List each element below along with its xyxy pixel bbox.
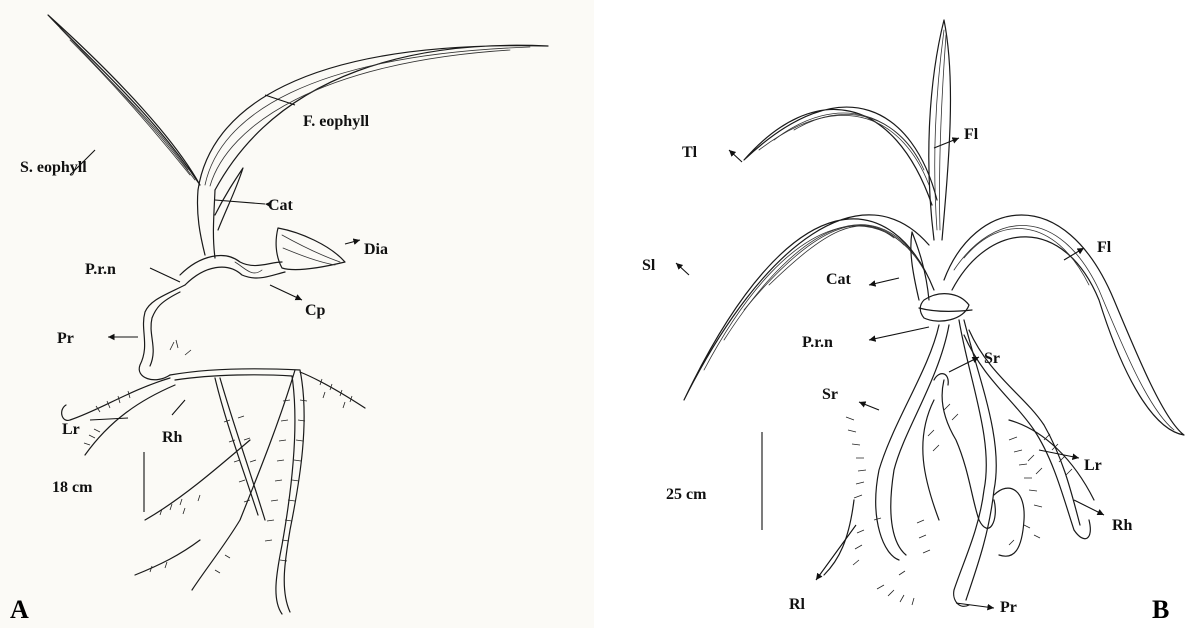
- label-fl-right: Fl: [1097, 240, 1111, 256]
- label-rl: Rl: [789, 597, 805, 613]
- label-lr-b: Lr: [1084, 458, 1102, 474]
- lateral-roots-drawing: [62, 369, 365, 614]
- label-cat: Cat: [268, 198, 293, 214]
- label-sr-left: Sr: [822, 387, 838, 403]
- diaspore-drawing: [276, 228, 345, 270]
- roots-drawing-b: [824, 320, 1094, 606]
- panel-b: Fl Tl Sl Cat Fl P.r.n Sr Sr Lr Rh Rl Pr …: [594, 0, 1187, 628]
- second-leaf-drawing: [684, 215, 934, 400]
- panel-letter-b: B: [1152, 597, 1169, 623]
- label-cat-b: Cat: [826, 272, 851, 288]
- label-sl: Sl: [642, 258, 655, 274]
- scale-label-b: 25 cm: [666, 487, 706, 503]
- first-leaf-top-drawing: [929, 20, 951, 240]
- primary-root-drawing: [139, 285, 185, 380]
- first-leaf-right-drawing: [944, 215, 1184, 435]
- label-prn: P.r.n: [85, 262, 116, 278]
- label-s-eophyll: S. eophyll: [20, 160, 87, 176]
- label-f-eophyll: F. eophyll: [303, 114, 369, 130]
- label-pr: Pr: [57, 331, 74, 347]
- label-cp: Cp: [305, 303, 325, 319]
- label-pr-b: Pr: [1000, 600, 1017, 616]
- label-lr: Lr: [62, 422, 80, 438]
- scale-label-a: 18 cm: [52, 480, 92, 496]
- seedling-drawing-a: [0, 0, 594, 628]
- label-rh-b: Rh: [1112, 518, 1132, 534]
- panel-letter-a: A: [10, 597, 29, 623]
- panel-a: S. eophyll F. eophyll Cat Dia P.r.n Cp P…: [0, 0, 594, 628]
- root-hairs-drawing: [84, 340, 352, 573]
- label-prn-b: P.r.n: [802, 335, 833, 351]
- label-fl-top: Fl: [964, 127, 978, 143]
- first-eophyll-drawing: [198, 45, 548, 190]
- label-sr-right: Sr: [984, 351, 1000, 367]
- seedling-drawing-b: [594, 0, 1187, 628]
- label-tl: Tl: [682, 145, 697, 161]
- label-dia: Dia: [364, 242, 388, 258]
- cotyledonary-petiole-drawing: [180, 256, 285, 285]
- label-rh: Rh: [162, 430, 182, 446]
- third-leaf-drawing: [744, 107, 937, 205]
